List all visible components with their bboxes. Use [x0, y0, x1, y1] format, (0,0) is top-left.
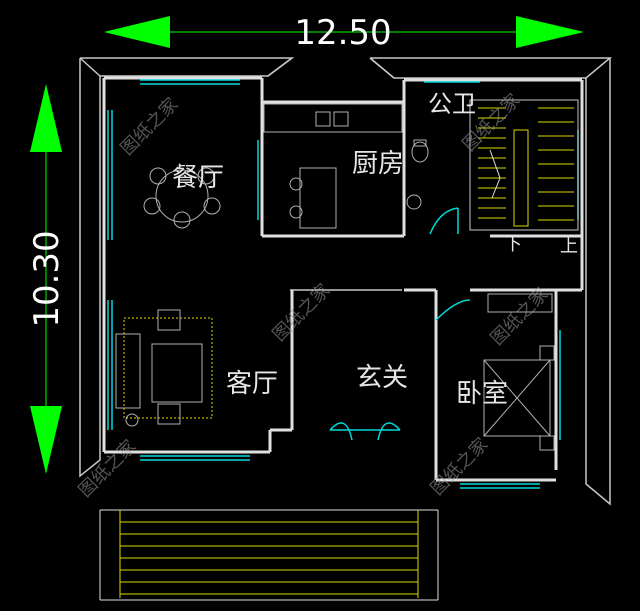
- height-arrow-top: [30, 84, 62, 152]
- eave-outline: [79, 57, 613, 506]
- wardrobe: [487, 293, 553, 313]
- stool-icon: [289, 177, 303, 191]
- room-label-foyer: 玄关: [356, 363, 408, 393]
- dining-table: [143, 167, 221, 229]
- kitchen-island: [299, 167, 337, 229]
- windows: [107, 79, 579, 489]
- room-label-bedroom: 卧室: [456, 379, 508, 409]
- chair-icon: [143, 197, 161, 215]
- room-label-living: 客厅: [226, 369, 278, 399]
- staircase: [469, 99, 579, 231]
- stair-label-up: 上: [560, 236, 578, 257]
- width-arrow-left: [104, 16, 170, 48]
- sofa-icon: [115, 333, 141, 409]
- stair-handrail: [513, 129, 529, 227]
- stair-arrow: [489, 149, 501, 199]
- walls: [102, 76, 584, 482]
- rug: [123, 317, 213, 419]
- sink-icon: [315, 111, 331, 127]
- front-steps: [99, 509, 439, 601]
- room-label-bathroom: 公卫: [428, 90, 476, 118]
- table-icon: [155, 169, 209, 223]
- width-dimension: 12.50: [104, 13, 584, 53]
- bed-icon: [483, 359, 551, 437]
- basin-icon: [406, 194, 422, 210]
- width-dimension-label: 12.50: [294, 13, 391, 53]
- kitchen-fixtures: [263, 103, 403, 229]
- height-dimension-label: 10.30: [27, 230, 67, 327]
- toilet-icon: [411, 141, 429, 163]
- width-arrow-right: [516, 16, 584, 48]
- room-label-kitchen: 厨房: [352, 149, 404, 179]
- room-label-dining: 餐厅: [172, 163, 224, 193]
- sofa-set: [115, 309, 213, 427]
- bathroom-fixtures: [406, 139, 429, 210]
- bed: [483, 293, 555, 451]
- stair-label-down: 下: [504, 234, 522, 255]
- height-arrow-bottom: [30, 406, 62, 474]
- watermark: 图纸之家: [75, 436, 141, 502]
- height-dimension: 10.30: [27, 84, 67, 474]
- watermark: 图纸之家: [117, 94, 183, 160]
